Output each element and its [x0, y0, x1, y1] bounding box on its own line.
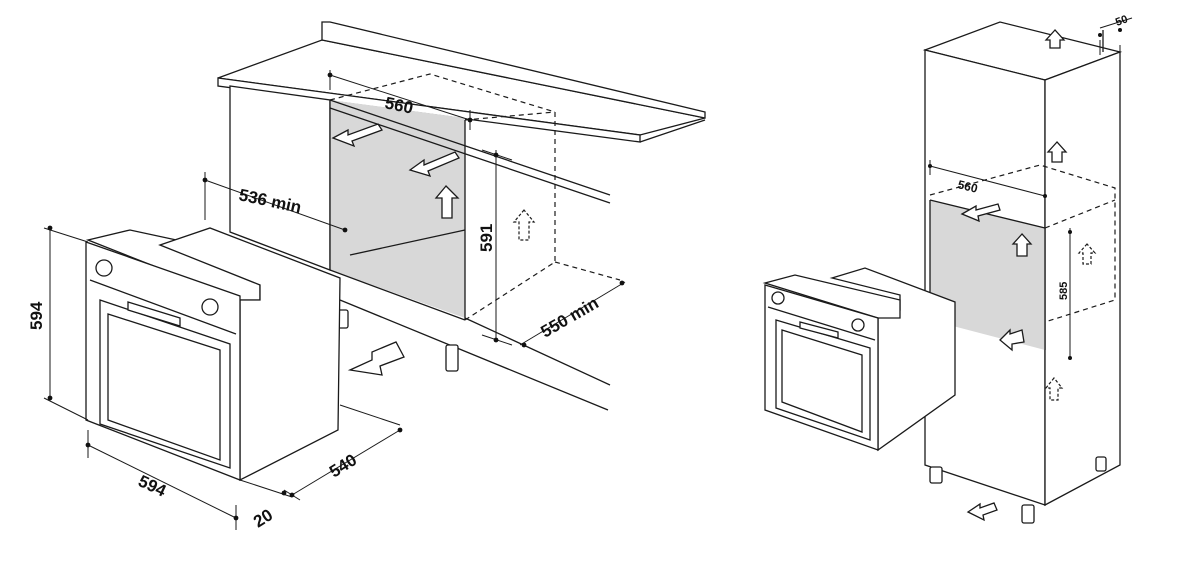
column-dim-niche-width: 560 [956, 177, 979, 196]
airflow-arrow-icon [1044, 29, 1066, 49]
airflow-arrow-hidden-icon [512, 209, 536, 241]
door-handle-icon [127, 301, 181, 327]
airflow-arrow-icon [999, 328, 1025, 352]
airflow-arrow-icon [331, 123, 383, 148]
cavity-outline [329, 73, 621, 321]
dim-oven-width: 594 [135, 471, 169, 500]
airflow-arrow-icon [1011, 233, 1033, 257]
door-handle-icon [799, 321, 839, 339]
column-dim-top-gap: 50 [1114, 13, 1130, 28]
control-knob-icon [771, 291, 785, 305]
dim-niche-height: 591 [477, 224, 496, 252]
dim-oven-height: 594 [27, 301, 46, 330]
dim-cabinet-depth-min: 550 min [538, 293, 602, 341]
airflow-arrow-icon [347, 341, 405, 376]
airflow-arrow-icon [1046, 141, 1068, 163]
column-installation: 50 560 585 [762, 13, 1133, 524]
airflow-arrow-hidden-icon [1044, 377, 1064, 401]
column-airflow-arrows [960, 29, 1097, 522]
airflow-arrow-icon [434, 185, 460, 219]
airflow-arrow-hidden-icon [1077, 243, 1097, 265]
cabinet-body [229, 85, 611, 411]
column-dim-niche-height: 585 [1058, 282, 1070, 300]
niche-recess [330, 100, 465, 318]
control-knob-icon [851, 318, 865, 332]
airflow-arrows [331, 123, 536, 376]
dim-oven-depth: 540 [326, 450, 360, 481]
oven-unit [85, 227, 341, 482]
column-oven-door-window [781, 329, 863, 433]
airflow-arrow-icon [966, 502, 998, 522]
dim-front-panel: 20 [250, 505, 276, 531]
dimension-lines [43, 70, 626, 530]
worktop [217, 21, 706, 143]
airflow-arrow-icon [408, 151, 460, 178]
undercounter-installation: 560 536 min 591 550 min 594 594 540 20 [27, 21, 706, 531]
control-knob-icon [201, 298, 219, 316]
column-oven-unit [762, 267, 956, 452]
column-niche-recess [930, 200, 1045, 350]
airflow-arrow-icon [960, 203, 1001, 223]
control-knob-icon [95, 259, 113, 277]
column-dimension-lines [928, 17, 1133, 360]
oven-door-window [107, 313, 221, 461]
